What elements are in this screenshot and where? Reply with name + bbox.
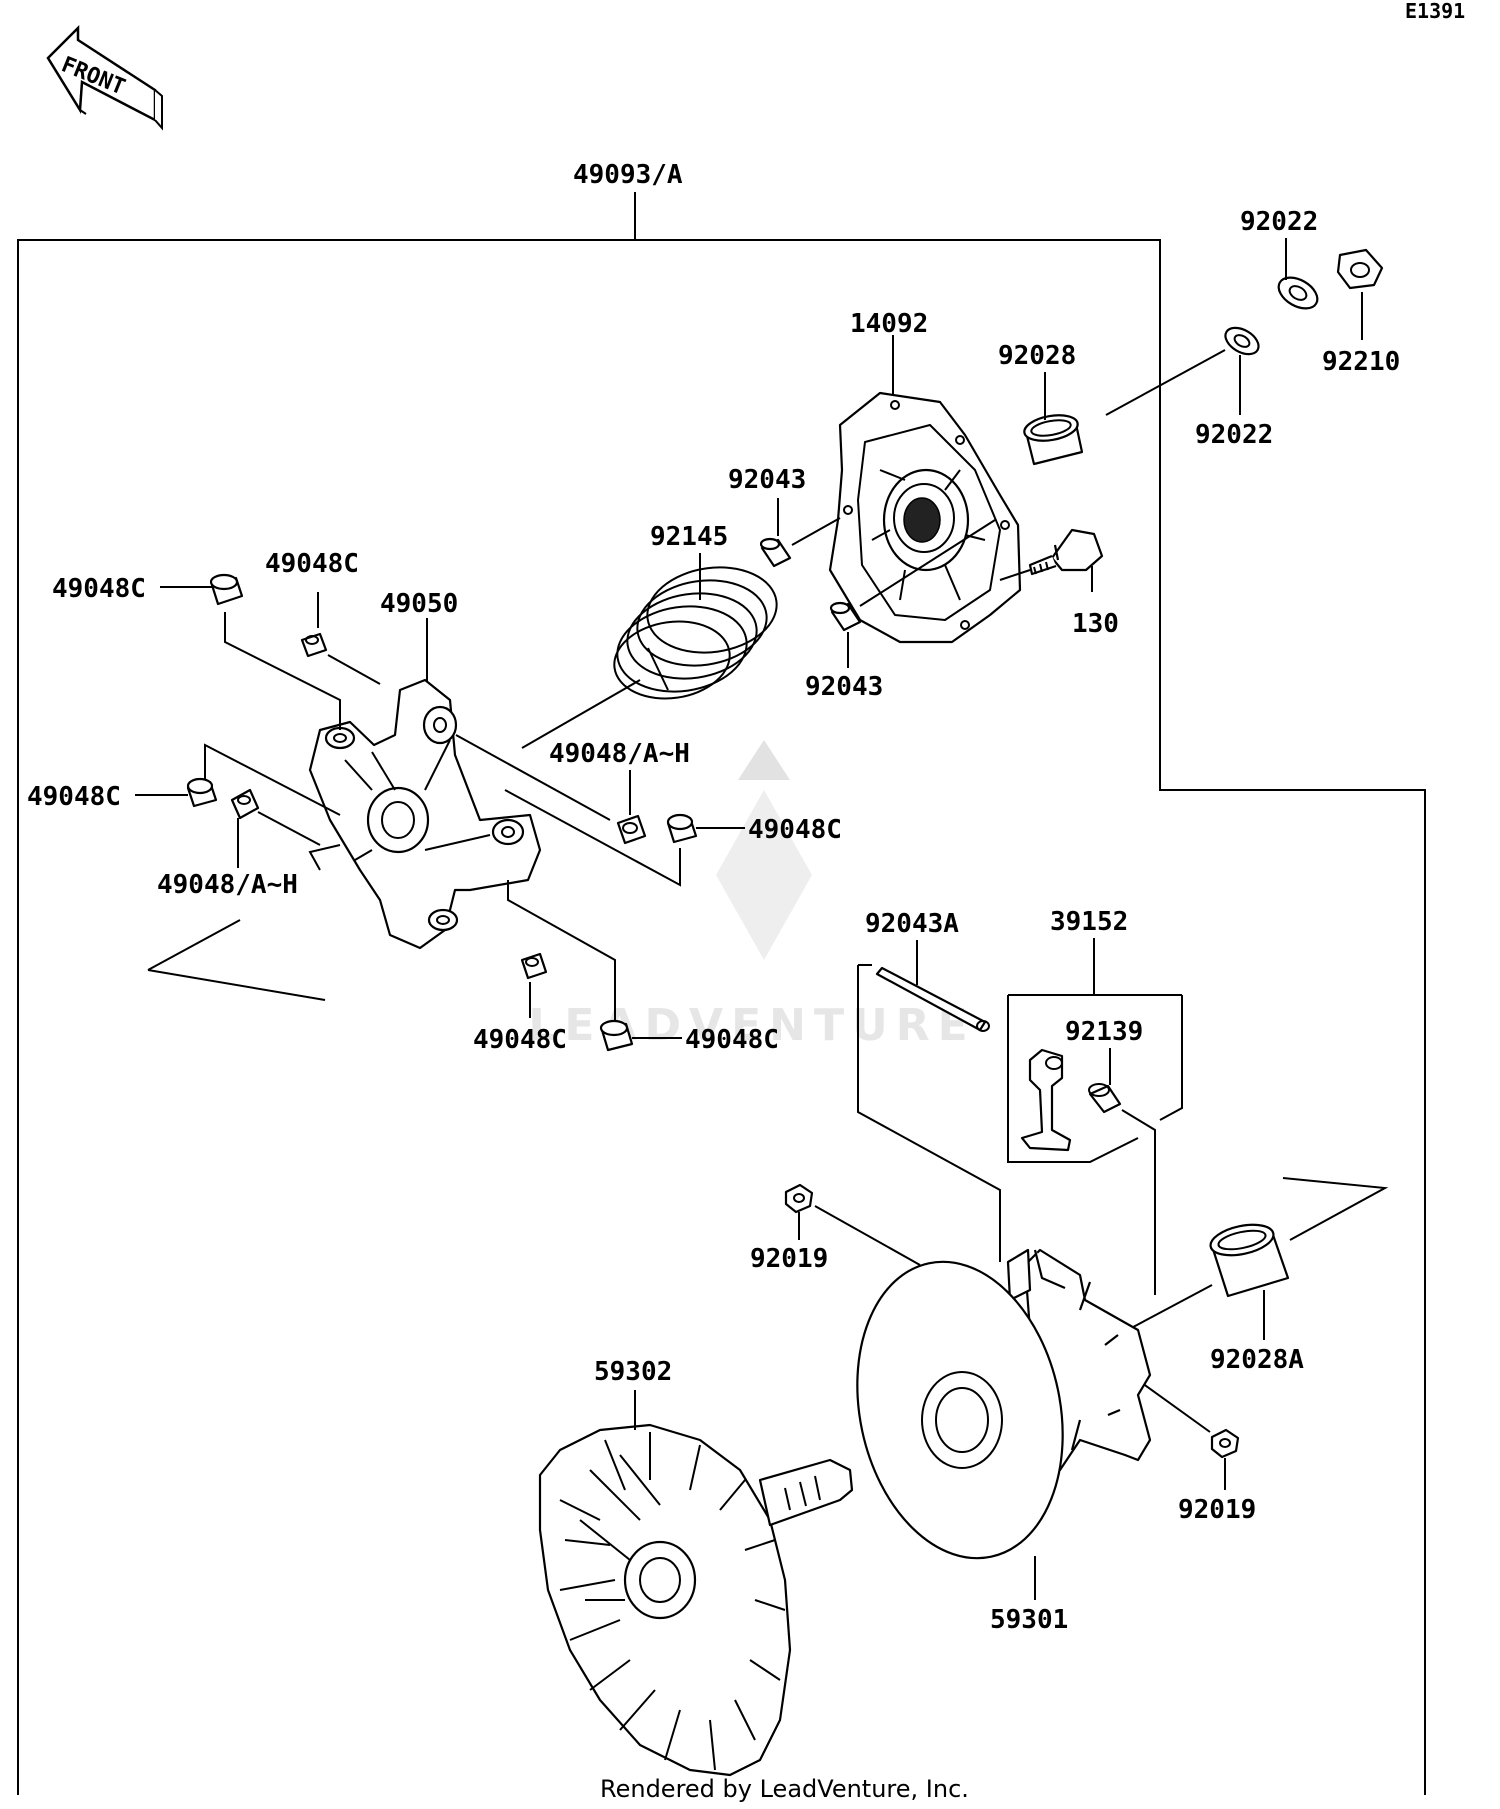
bracket-39152 bbox=[1007, 995, 1183, 1163]
label-49048C-e: 49048C bbox=[473, 1025, 567, 1055]
label-92139: 92139 bbox=[1065, 1017, 1143, 1047]
part-14092-cover bbox=[828, 391, 1022, 644]
part-92043-dowel-low bbox=[829, 601, 862, 632]
assembly-bracket bbox=[17, 239, 1426, 1795]
axis-line-spider-right bbox=[455, 734, 681, 887]
part-49048C-bushing-e bbox=[520, 952, 548, 980]
part-130-bolt bbox=[1028, 528, 1104, 576]
part-92022-washer-large bbox=[1277, 276, 1319, 310]
axis-line-49048AH-b bbox=[257, 811, 321, 846]
label-59302: 59302 bbox=[594, 1357, 672, 1387]
axis-line-spider-left bbox=[308, 844, 341, 871]
axis-line-49048C-b bbox=[327, 654, 381, 685]
label-49048AH-a: 49048/A~H bbox=[549, 739, 690, 769]
axis-line-92139 bbox=[1121, 1109, 1156, 1295]
label-92145: 92145 bbox=[650, 522, 728, 552]
part-49048C-bushing-d bbox=[666, 813, 698, 844]
front-arrow-icon: FRONT bbox=[46, 24, 163, 131]
label-92022-low: 92022 bbox=[1195, 420, 1273, 450]
label-92043-low: 92043 bbox=[805, 672, 883, 702]
part-49048AH-bushing-b bbox=[230, 788, 260, 820]
watermark-mark-icon bbox=[716, 790, 812, 960]
label-92019-b: 92019 bbox=[1178, 1495, 1256, 1525]
part-49048C-bushing-c bbox=[186, 777, 218, 808]
part-49048AH-bushing-a bbox=[616, 814, 647, 845]
label-49048C-d: 49048C bbox=[748, 815, 842, 845]
label-92043-top: 92043 bbox=[728, 465, 806, 495]
axis-line-washers bbox=[1105, 349, 1226, 416]
label-92019-a: 92019 bbox=[750, 1244, 828, 1274]
axis-line-49048C-f bbox=[507, 880, 616, 1022]
label-92022-top: 92022 bbox=[1240, 207, 1318, 237]
part-49050-spider bbox=[308, 678, 542, 950]
part-59301-sheave bbox=[856, 1248, 1152, 1560]
label-49048C-a: 49048C bbox=[52, 574, 146, 604]
part-92139-roller bbox=[1088, 1083, 1122, 1114]
label-49050: 49050 bbox=[380, 589, 458, 619]
label-49093A: 49093/A bbox=[573, 160, 683, 190]
part-92210-nut bbox=[1336, 248, 1384, 290]
label-39152: 39152 bbox=[1050, 907, 1128, 937]
part-92145-spring bbox=[613, 566, 778, 700]
part-49048C-bushing-f bbox=[599, 1019, 634, 1052]
label-14092: 14092 bbox=[850, 309, 928, 339]
part-92043-dowel-top bbox=[759, 537, 792, 568]
watermark-logo-icon bbox=[738, 740, 790, 780]
part-92028-bushing bbox=[1023, 414, 1084, 466]
axis-line-spider-bottom bbox=[147, 919, 326, 1001]
axis-line-49048C-c bbox=[204, 743, 341, 816]
part-49048C-bushing-b bbox=[300, 632, 328, 658]
part-39152-roller-arm bbox=[1020, 1048, 1072, 1152]
label-59301: 59301 bbox=[990, 1605, 1068, 1635]
leader-92043-low-axis bbox=[859, 519, 996, 607]
label-92028A: 92028A bbox=[1210, 1345, 1304, 1375]
diagram-id: E1391 bbox=[1405, 0, 1465, 23]
label-92210: 92210 bbox=[1322, 347, 1400, 377]
label-49048AH-b: 49048/A~H bbox=[157, 870, 298, 900]
footer-credit: Rendered by LeadVenture, Inc. bbox=[600, 1775, 969, 1803]
label-49048C-c: 49048C bbox=[27, 782, 121, 812]
part-92022-washer-small bbox=[1224, 326, 1260, 356]
label-92028: 92028 bbox=[998, 341, 1076, 371]
part-49048C-bushing-a bbox=[209, 573, 244, 606]
label-92043A: 92043A bbox=[865, 909, 959, 939]
axis-line-92019-a bbox=[814, 1205, 921, 1266]
label-49048C-b: 49048C bbox=[265, 549, 359, 579]
leader-130-axis bbox=[999, 569, 1031, 581]
leader-92043-top-axis bbox=[791, 517, 841, 546]
label-130: 130 bbox=[1072, 609, 1119, 639]
part-59302-fan-sheave bbox=[538, 1423, 854, 1777]
axis-line-spring bbox=[521, 679, 641, 749]
part-92028A-bushing bbox=[1209, 1223, 1290, 1298]
axis-line-92043A bbox=[857, 964, 1001, 1262]
label-49048C-f: 49048C bbox=[685, 1025, 779, 1055]
watermark: LEADVENTURE bbox=[528, 740, 968, 1051]
part-92043A-pin bbox=[875, 966, 990, 1032]
part-92019-nut-low bbox=[1210, 1428, 1240, 1459]
axis-line-49048C-a bbox=[224, 612, 341, 730]
part-92019-nut-top bbox=[784, 1183, 814, 1214]
